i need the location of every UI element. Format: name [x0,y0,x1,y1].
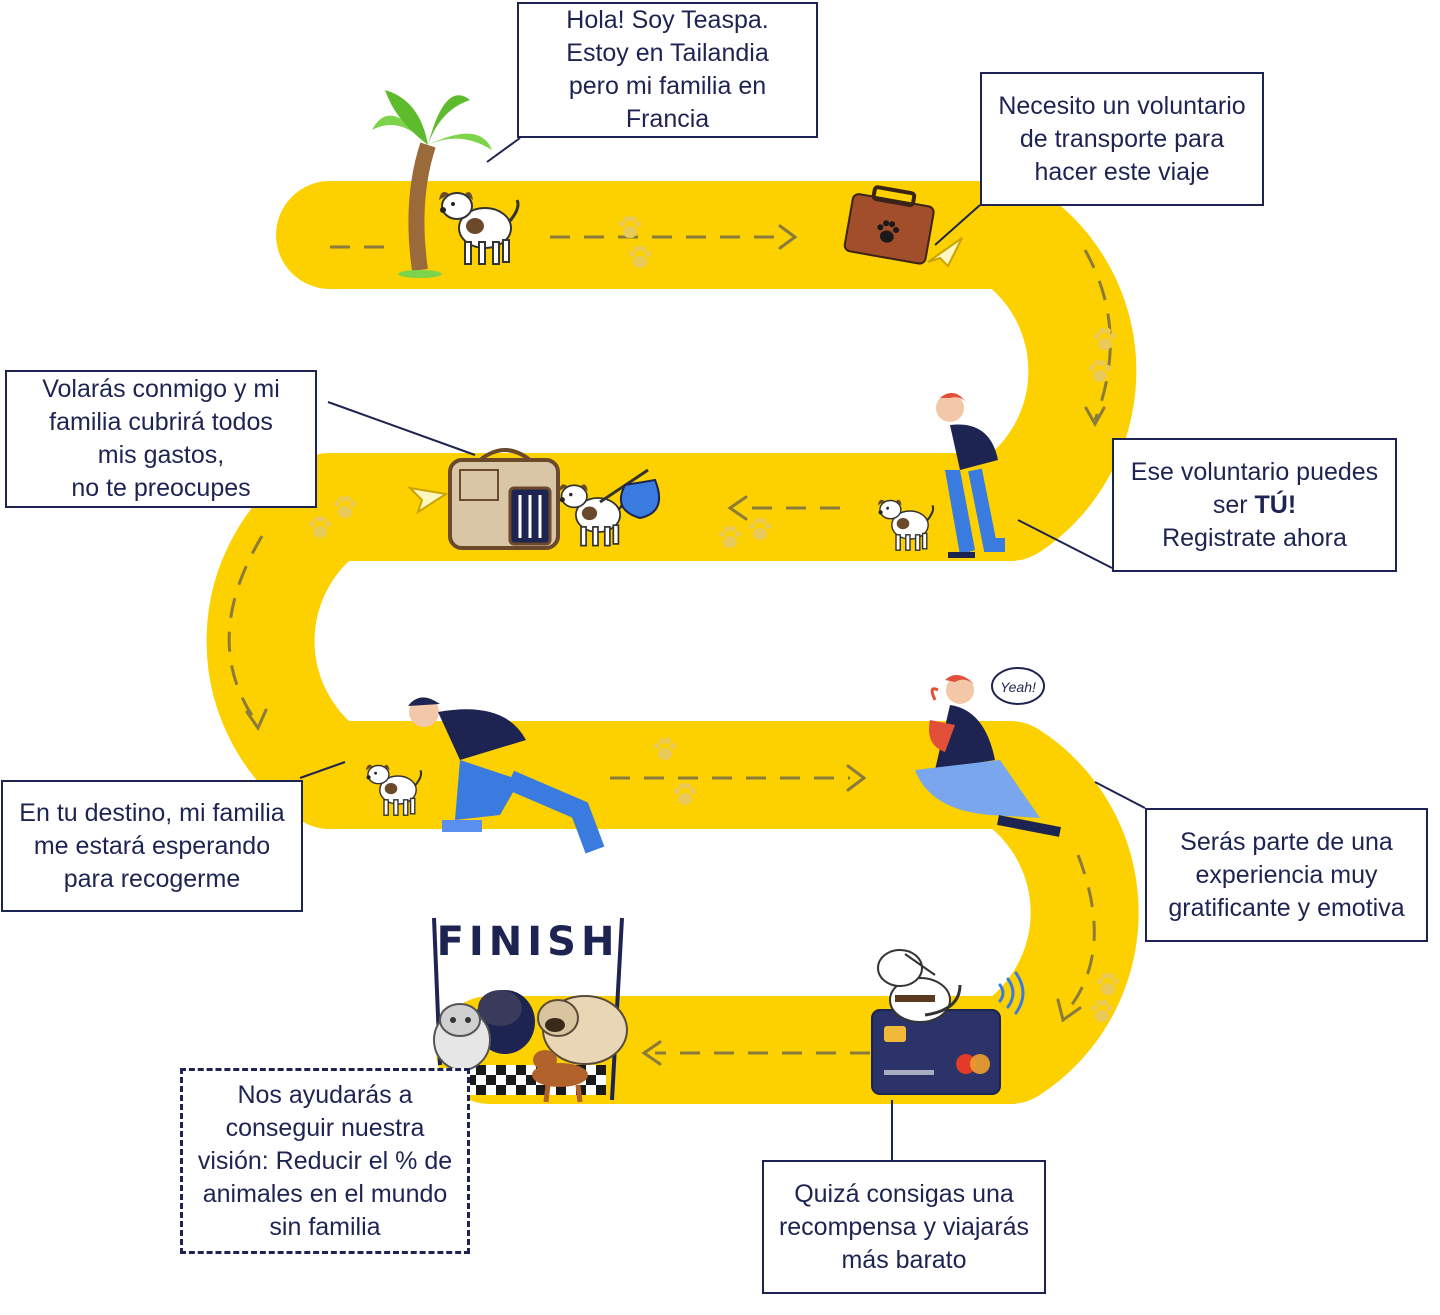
svg-text:FINISH: FINISH [437,919,620,965]
path-arrows [227,235,1112,1055]
speech-bubble: Yeah! [991,667,1045,705]
palm-tree-icon [372,90,492,278]
svg-text:Yeah!: Yeah! [1000,679,1036,695]
pet-carrier-icon [448,448,560,550]
dog-group-icon [433,990,628,1103]
credit-card-icon [871,1009,1001,1095]
paw-icon [309,216,1119,1022]
callout-teaspa: Hola! Soy Teaspa. Estoy en Tailandia per… [517,2,818,138]
contactless-icon [998,971,1025,1015]
paper-plane-icon [927,237,963,268]
paper-plane-icon [407,486,449,515]
callout-tu: Ese voluntario puedes ser TÚ! Registrate… [1112,438,1397,572]
checkered-finish-line [456,1065,606,1095]
callout-recompensa: Quizá consigas una recompensa y viajarás… [762,1160,1046,1294]
suitcase-icon [843,185,935,265]
dog-icon [877,949,962,1023]
callout-voluntario: Necesito un voluntario de transporte par… [980,72,1264,206]
callout-vision: Nos ayudarás a conseguir nuestra visión:… [180,1068,470,1254]
yellow-road [206,181,1139,1104]
volunteer-person-icon [936,392,1005,558]
callout-volaras: Volarás conmigo y mi familia cubrirá tod… [5,370,317,508]
arrow-heads [245,224,1106,1066]
volunteer-person-icon [408,697,605,854]
callout-destino: En tu destino, mi familia me estará espe… [1,780,303,912]
bindle-icon [599,468,660,520]
callout-connectors [299,137,1146,1160]
volunteer-person-icon [915,675,1061,837]
callout-experiencia: Serás parte de una experiencia muy grati… [1145,808,1428,942]
